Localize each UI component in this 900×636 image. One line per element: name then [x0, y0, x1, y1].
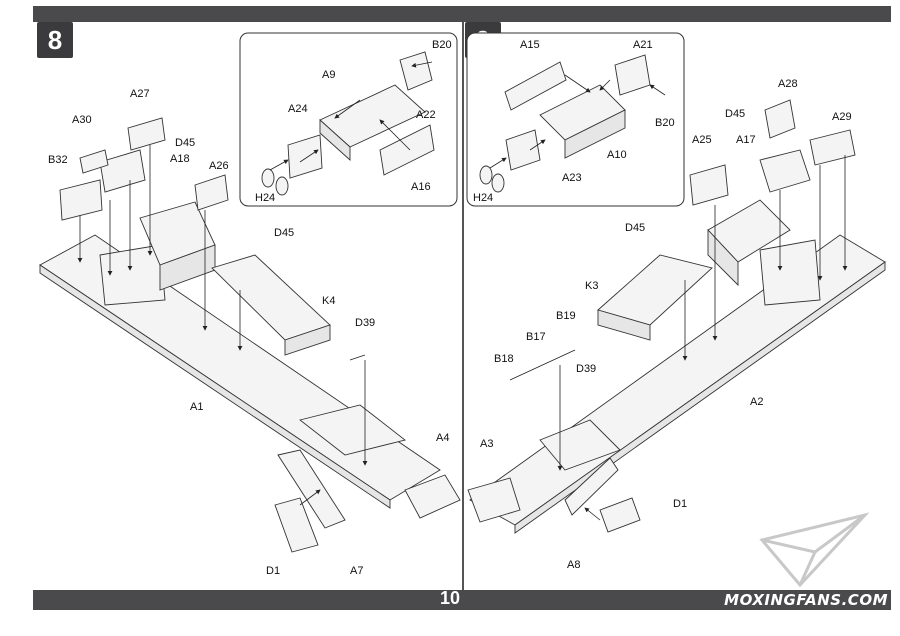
step-9-label-a8: A8 [567, 559, 580, 571]
step-8-label-a4: A4 [436, 432, 449, 444]
step-8-part-a30 [79, 149, 109, 174]
step-9-label-a17: A17 [736, 134, 756, 146]
step-9-label-a28: A28 [778, 78, 798, 90]
step-8-label-k4: K4 [322, 295, 335, 307]
step-9-part-a15 [504, 61, 567, 111]
step-8-part-d39-plate [298, 404, 407, 456]
step-9-label-a21: A21 [633, 39, 653, 51]
paper-plane-logo [759, 512, 870, 588]
step-8-part-a27 [127, 117, 166, 151]
step-9-label-a3: A3 [480, 438, 493, 450]
step-8-part-b20 [399, 51, 433, 91]
step-8-part-b32 [59, 179, 103, 221]
step-8-label-a22: A22 [416, 109, 436, 121]
step-9-part-h24 [479, 165, 493, 185]
step-8-label-a26: A26 [209, 160, 229, 172]
step-9-label-k3: K3 [585, 280, 598, 292]
top-header-bar [33, 6, 891, 22]
step-8-part-a7 [277, 449, 346, 529]
step-9-label-d1: D1 [673, 498, 687, 510]
step-9-diagram: A15 A21 B20 A10 A23 H24 A28 D45 A25 A17 … [466, 32, 886, 571]
step-9-part-d1 [599, 497, 641, 533]
step-8-label-b32: B32 [48, 154, 68, 166]
step-9-label-b17: B17 [526, 331, 546, 343]
step-9-label-d45-a: D45 [725, 108, 745, 120]
step-8-label-a7: A7 [350, 565, 363, 577]
step-8-label-a16: A16 [411, 181, 431, 193]
step-8-label-d39: D39 [355, 317, 375, 329]
step-8-part-h24 [261, 168, 275, 188]
step-9-part-a17-base [759, 239, 821, 306]
step-8-label-b20: B20 [432, 39, 452, 51]
step-9-label-a2: A2 [750, 396, 763, 408]
step-9-label-b20: B20 [655, 117, 675, 129]
step-9-label-b18: B18 [494, 353, 514, 365]
step-8-part-a18 [99, 149, 146, 193]
bottom-footer-bar [33, 590, 891, 610]
step-8-badge: 8 [37, 22, 73, 58]
step-9-part-a8 [564, 457, 619, 516]
step-8-label-a27: A27 [130, 88, 150, 100]
step-9-label-a10: A10 [607, 149, 627, 161]
step-9-part-a3 [467, 477, 521, 523]
step-8-label-a30: A30 [72, 114, 92, 126]
step-8-part-a4 [404, 474, 461, 519]
step-9-part-a29 [809, 129, 856, 166]
step-9-label-d45-b: D45 [625, 222, 645, 234]
step-8-part-d39 [349, 354, 366, 361]
step-8-label-d45-b: D45 [274, 227, 294, 239]
step-8-label-h24: H24 [255, 192, 275, 204]
step-9-label-d39: D39 [576, 363, 596, 375]
step-8-label-a18: A18 [170, 153, 190, 165]
step-9-part-a25 [689, 164, 729, 206]
step-8-part-a18-base [99, 244, 166, 306]
step-8-part-a26 [194, 174, 229, 211]
step-8-label-d45-a: D45 [175, 137, 195, 149]
step-9-label-h24: H24 [473, 192, 493, 204]
step-8-label-a1: A1 [190, 401, 203, 413]
step-9-label-a25: A25 [692, 134, 712, 146]
step-9-label-b19: B19 [556, 310, 576, 322]
step-8-label-d1: D1 [266, 565, 280, 577]
step-9-label-a29: A29 [832, 111, 852, 123]
page-number: 10 [439, 588, 461, 608]
site-watermark: MOXINGFANS.COM [724, 591, 888, 609]
step-9-label-a23: A23 [562, 172, 582, 184]
step-9-part-a17 [759, 149, 811, 193]
step-8-diagram: B20 A9 A24 A22 H24 A16 A27 A30 D45 A18 B… [39, 32, 461, 577]
step-8-label-a9: A9 [322, 69, 335, 81]
step-9-part-b17 [509, 349, 576, 381]
step-8-part-d1 [274, 497, 319, 553]
step-8-part-a16 [379, 124, 435, 176]
step-9-label-a15: A15 [520, 39, 540, 51]
step-9-part-a28 [764, 99, 796, 139]
step-8-label-a24: A24 [288, 103, 308, 115]
step-divider [462, 22, 464, 590]
step-8-part-a24 [287, 134, 323, 179]
step-9-part-a23 [505, 129, 541, 171]
